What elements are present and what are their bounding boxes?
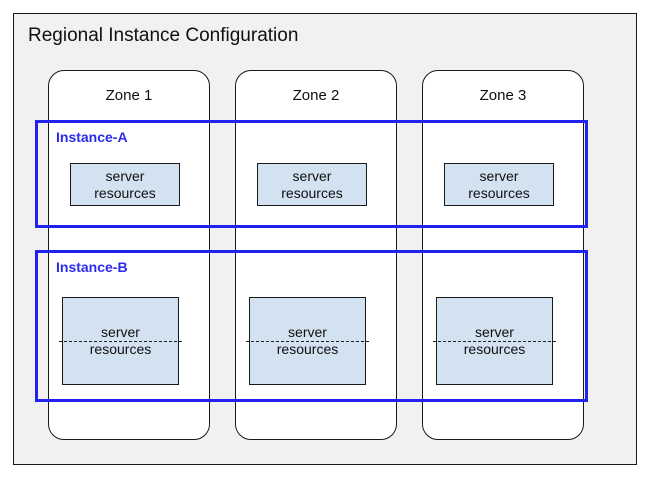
server-resources-box[interactable]: server resources [70,163,180,206]
page-title: Regional Instance Configuration [28,25,299,46]
server-resources-line-1: server [105,167,145,184]
server-resources-box[interactable]: server resources [246,297,369,385]
resource-split-divider [433,341,556,342]
server-resources-box[interactable]: server resources [59,297,182,385]
instance-label-a: Instance-A [56,129,128,145]
instance-band-a[interactable] [35,120,588,228]
zone-label-1: Zone 1 [105,87,153,104]
server-resources-line-1: server [288,324,327,340]
server-resources-box[interactable]: server resources [257,163,367,206]
server-resources-line-2: resources [281,184,343,201]
server-resources-box[interactable]: server resources [444,163,554,206]
server-resources-line-2: resources [463,341,526,357]
server-resources-line-2: resources [468,184,530,201]
resource-split-divider [246,341,369,342]
zone-label-3: Zone 3 [479,87,527,104]
instance-band-b[interactable] [35,250,588,402]
server-resources-line-2: resources [276,341,339,357]
server-resources-box[interactable]: server resources [433,297,556,385]
server-resources-line-1: server [479,167,519,184]
server-resources-line-2: resources [89,341,152,357]
instance-label-b: Instance-B [56,259,128,275]
server-resources-line-1: server [101,324,140,340]
server-resources-line-1: server [292,167,332,184]
resource-split-divider [59,341,182,342]
server-resources-line-1: server [475,324,514,340]
zone-label-2: Zone 2 [292,87,340,104]
server-resources-line-2: resources [94,184,156,201]
